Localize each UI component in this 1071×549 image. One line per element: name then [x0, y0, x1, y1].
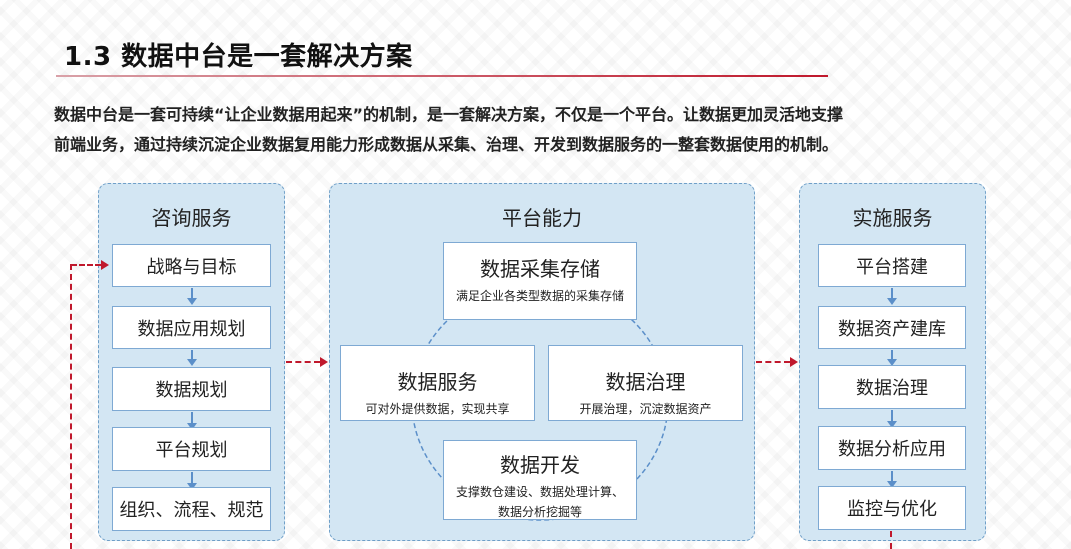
feedback-loop-arrowhead	[101, 260, 109, 270]
capability-collection-storage-title: 数据采集存储	[480, 257, 600, 281]
consulting-arrow-4	[187, 472, 197, 490]
impl-step-platform-setup: 平台搭建	[818, 244, 966, 287]
consulting-arrow-2	[187, 350, 197, 366]
consulting-step-org-process: 组织、流程、规范	[112, 487, 271, 531]
intro-line-1: 数据中台是一套可持续“让企业数据用起来”的机制，是一套解决方案，不仅是一个平台。…	[54, 105, 844, 124]
capability-data-development: 数据开发 支撑数仓建设、数据处理计算、数据分析挖掘等	[443, 440, 637, 520]
capability-data-governance-desc: 开展治理，沉淀数据资产	[579, 402, 712, 416]
impl-step-analysis-application: 数据分析应用	[818, 426, 966, 470]
capability-collection-storage-desc: 满足企业各类型数据的采集存储	[455, 289, 624, 303]
capability-data-governance-title: 数据治理	[605, 370, 686, 394]
feedback-loop-vertical	[70, 264, 72, 549]
intro-paragraph: 数据中台是一套可持续“让企业数据用起来”的机制，是一套解决方案，不仅是一个平台。…	[54, 100, 974, 160]
title-underline	[56, 75, 828, 77]
impl-arrow-2	[887, 350, 897, 366]
capability-data-service-desc: 可对外提供数据，实现共享	[365, 402, 510, 416]
consulting-step-platform-planning: 平台规划	[112, 427, 271, 471]
capability-data-governance: 数据治理 开展治理，沉淀数据资产	[548, 345, 743, 421]
connector-consulting-to-platform-arrowhead	[320, 357, 328, 367]
connector-platform-to-implementation	[756, 361, 790, 363]
intro-line-2: 前端业务，通过持续沉淀企业数据复用能力形成数据从采集、治理、开发到数据服务的一整…	[54, 135, 839, 154]
page-title: 1.3 数据中台是一套解决方案	[64, 42, 413, 72]
consulting-arrow-3	[187, 412, 197, 430]
implementation-outflow-vertical	[890, 531, 892, 549]
consulting-panel-title: 咨询服务	[151, 206, 232, 230]
consulting-step-data-app-planning: 数据应用规划	[112, 306, 271, 349]
implementation-panel-title: 实施服务	[852, 206, 933, 230]
impl-step-asset-repository: 数据资产建库	[818, 306, 966, 349]
connector-platform-to-implementation-arrowhead	[790, 357, 798, 367]
consulting-arrow-1	[187, 288, 197, 305]
consulting-step-data-planning: 数据规划	[112, 367, 271, 411]
feedback-loop-horizontal	[71, 264, 101, 266]
connector-consulting-to-platform	[286, 361, 320, 363]
impl-arrow-4	[887, 471, 897, 488]
capability-collection-storage: 数据采集存储 满足企业各类型数据的采集存储	[443, 242, 637, 320]
capability-data-development-title: 数据开发	[500, 453, 580, 477]
capability-data-development-desc: 支撑数仓建设、数据处理计算、数据分析挖掘等	[455, 485, 624, 519]
impl-step-monitor-optimize: 监控与优化	[818, 486, 966, 530]
impl-arrow-1	[887, 288, 897, 305]
consulting-step-strategy: 战略与目标	[112, 244, 271, 287]
capability-data-service: 数据服务 可对外提供数据，实现共享	[340, 345, 535, 421]
impl-step-data-governance: 数据治理	[818, 365, 966, 409]
capability-data-service-title: 数据服务	[397, 370, 478, 394]
platform-panel-title: 平台能力	[502, 206, 582, 230]
impl-arrow-3	[887, 410, 897, 428]
